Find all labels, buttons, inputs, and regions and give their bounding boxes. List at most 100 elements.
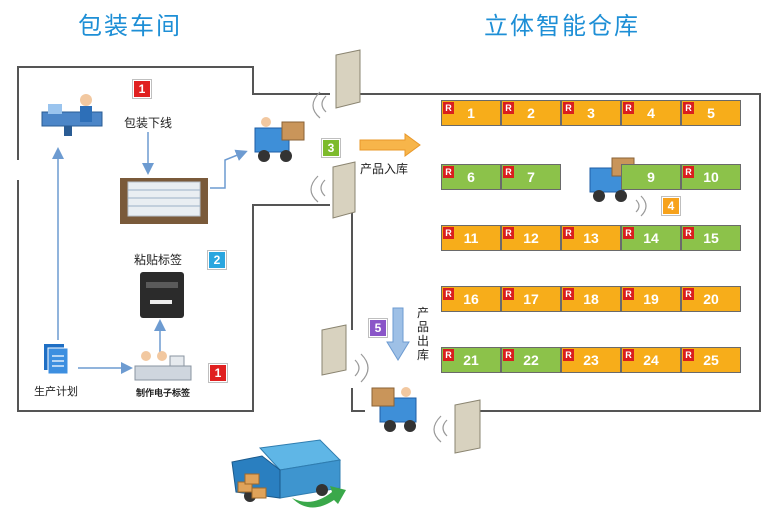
rfid-tag-marker: R	[443, 288, 454, 300]
rfid-tag-marker: R	[683, 102, 694, 114]
forklift-outbound-image	[371, 387, 417, 432]
slot-number: 24	[643, 352, 659, 368]
make-tag-label: 制作电子标签	[136, 388, 191, 398]
rfid-tag-marker: R	[683, 288, 694, 300]
product-out-label: 产 品 出 库	[417, 306, 430, 362]
pack-line-label: 包装下线	[124, 116, 173, 130]
slot-number: 10	[703, 169, 719, 185]
slot-number: 22	[523, 352, 539, 368]
storage-slot: R 10	[681, 164, 741, 190]
stick-label-label: 粘贴标签	[134, 253, 183, 267]
rfid-tag-marker: R	[443, 227, 454, 239]
rfid-antenna-1	[312, 49, 361, 119]
slot-number: 14	[643, 230, 659, 246]
rfid-tag-marker: R	[503, 166, 514, 178]
rfid-tag-marker: R	[443, 102, 454, 114]
rfid-tag-marker: R	[623, 349, 634, 361]
rfid-tag-marker: R	[623, 288, 634, 300]
rfid-tag-marker: R	[443, 166, 454, 178]
slot-number: 2	[527, 105, 535, 121]
slot-number: 25	[703, 352, 719, 368]
slot-number: 9	[647, 169, 655, 185]
delivery-truck-image	[231, 439, 346, 508]
storage-slot: R 25	[681, 347, 741, 373]
slot-number: 1	[467, 105, 475, 121]
shelf-row-5: R 21 R 22 R 23 R 24 R 25	[441, 347, 741, 373]
production-plan-label: 生产计划	[34, 386, 78, 398]
storage-slot	[561, 164, 621, 190]
rfid-tag-marker: R	[683, 349, 694, 361]
warehouse-title: 立体智能仓库	[484, 13, 640, 40]
slot-number: 17	[523, 291, 539, 307]
slot-number: 4	[647, 105, 655, 121]
slot-number: 21	[463, 352, 479, 368]
storage-slot: R 23	[561, 347, 621, 373]
storage-slot: R 22	[501, 347, 561, 373]
step-badge-5: 5	[369, 319, 387, 337]
rfid-tag-marker: R	[683, 166, 694, 178]
outbound-arrow	[386, 307, 410, 361]
slot-number: 13	[583, 230, 599, 246]
slot-number: 12	[523, 230, 539, 246]
production-plan-icon	[44, 344, 69, 375]
rfid-tag-marker: R	[503, 288, 514, 300]
rfid-tag-marker: R	[563, 102, 574, 114]
storage-slot: R 12	[501, 225, 561, 251]
rfid-tag-marker: R	[503, 349, 514, 361]
step-badge-2: 2	[208, 251, 226, 269]
storage-slot: R 24	[621, 347, 681, 373]
flow-pallet-to-forklift	[210, 149, 248, 189]
slot-number: 6	[467, 169, 475, 185]
rfid-tag-marker: R	[443, 349, 454, 361]
rfid-antenna-4	[433, 399, 481, 454]
rfid-tag-marker: R	[623, 227, 634, 239]
packing-line-icon	[41, 94, 103, 136]
workshop-title: 包装车间	[78, 13, 182, 40]
step-badge-1-top: 1	[133, 80, 151, 98]
rfid-tag-marker: R	[683, 227, 694, 239]
forklift-inbound-image	[254, 117, 305, 162]
storage-slot: R 21	[441, 347, 501, 373]
warehouse-wall	[352, 93, 761, 412]
storage-slot: 9	[621, 164, 681, 190]
rfid-tag-marker: R	[503, 227, 514, 239]
rfid-tag-marker: R	[623, 102, 634, 114]
product-in-label: 产品入库	[360, 162, 409, 176]
slot-number: 3	[587, 105, 595, 121]
inbound-arrow	[359, 133, 421, 157]
slot-number: 20	[703, 291, 719, 307]
slot-number: 7	[527, 169, 535, 185]
slot-number: 15	[703, 230, 719, 246]
rfid-tag-marker: R	[563, 349, 574, 361]
workshop-wall	[17, 66, 330, 160]
rfid-tag-marker: R	[563, 288, 574, 300]
rfid-antenna-3	[321, 324, 369, 383]
storage-slot: R 14	[621, 225, 681, 251]
rfid-antenna-2	[310, 161, 356, 219]
step-badge-3: 3	[322, 139, 340, 157]
slot-number: 5	[707, 105, 715, 121]
step-badge-1-bottom: 1	[209, 364, 227, 382]
slot-number: 16	[463, 291, 479, 307]
slot-number: 23	[583, 352, 599, 368]
slot-number: 19	[643, 291, 659, 307]
storage-slot: R 20	[681, 286, 741, 312]
storage-slot: R 17	[501, 286, 561, 312]
storage-slot: R 19	[621, 286, 681, 312]
storage-slot: R 16	[441, 286, 501, 312]
tag-workstation-icon	[134, 351, 192, 381]
